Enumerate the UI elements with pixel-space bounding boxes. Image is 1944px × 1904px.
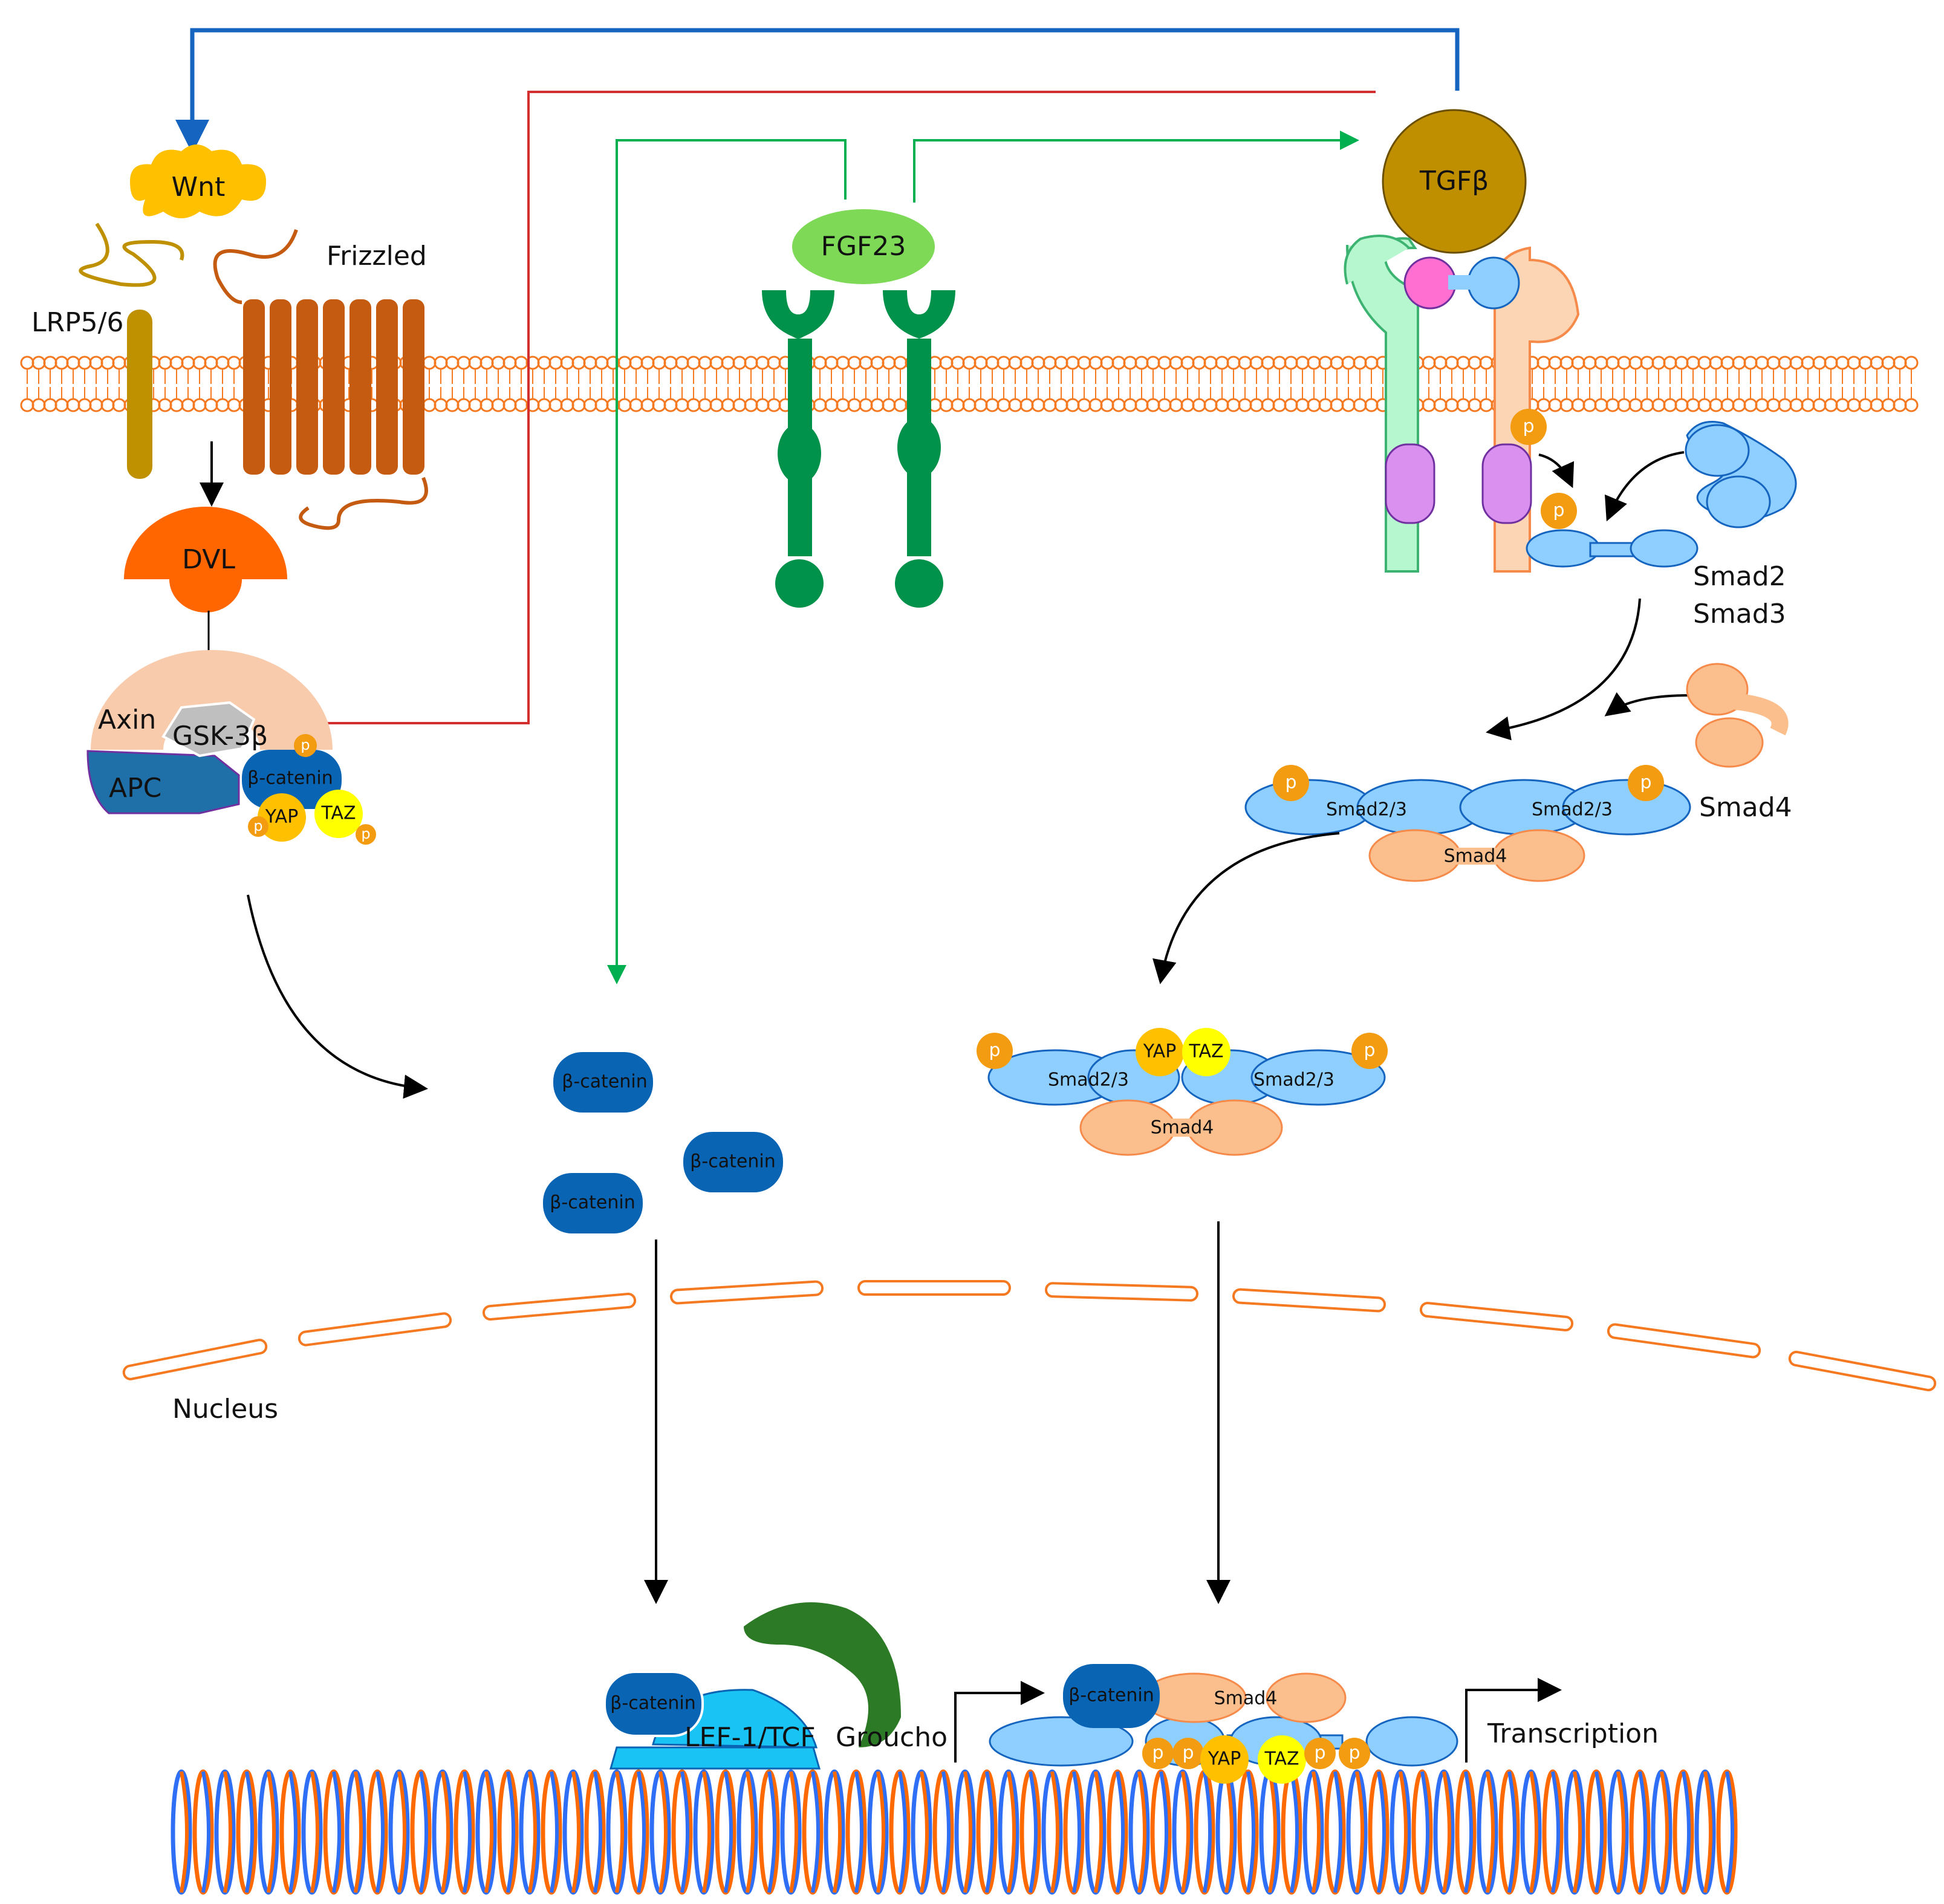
frizzled-receptor: Frizzled bbox=[213, 229, 428, 530]
smad3-label: Smad3 bbox=[1693, 599, 1786, 629]
axin-label: Axin bbox=[98, 704, 156, 735]
lrp-label: LRP5/6 bbox=[31, 307, 123, 338]
groucho-label: Groucho bbox=[836, 1722, 948, 1753]
tgfb-receptor-type1 bbox=[1344, 235, 1457, 573]
smad4-recruit-arrow bbox=[1604, 692, 1691, 716]
smad4-label: Smad4 bbox=[1151, 1117, 1214, 1139]
smad-beta-catenin-complex: Smad4 β-catenin p p YAP TAZ p p bbox=[989, 1664, 1458, 1784]
lef-tcf-complex: β-catenin LEF-1/TCF bbox=[603, 1671, 821, 1770]
taz-label: TAZ bbox=[1264, 1749, 1299, 1770]
yap-label: YAP bbox=[1208, 1749, 1241, 1770]
phospho-label: p bbox=[1182, 1743, 1194, 1764]
smad23-label: Smad2/3 bbox=[1048, 1070, 1129, 1091]
nuclear-beta-catenin-label: β-catenin bbox=[610, 1693, 695, 1714]
tgfb-receptor-type2: p bbox=[1448, 246, 1580, 573]
complex-release-arrow bbox=[247, 894, 428, 1099]
smad4-label: Smad4 bbox=[1444, 846, 1507, 867]
apc-label: APC bbox=[109, 773, 161, 804]
nuclear-beta-catenin-label: β-catenin bbox=[1068, 1685, 1154, 1706]
phospho-label: p bbox=[1553, 500, 1564, 521]
phospho-label: p bbox=[1640, 772, 1651, 793]
destruction-complex: Axin GSK-3β APC β-catenin p YAP TAZ p p bbox=[86, 650, 376, 845]
receptor-phosphorylation-arrow bbox=[1538, 453, 1575, 489]
phospho-label: p bbox=[1152, 1743, 1163, 1764]
phospho-label: p bbox=[1364, 1040, 1375, 1061]
transcription-label: Transcription bbox=[1487, 1718, 1659, 1749]
complex-beta-catenin-label: β-catenin bbox=[247, 768, 333, 789]
smad23-label: Smad2/3 bbox=[1253, 1070, 1334, 1091]
frizzled-label: Frizzled bbox=[327, 241, 427, 271]
lrp-receptor: LRP5/6 bbox=[31, 223, 184, 479]
beta-catenin-label: β-catenin bbox=[550, 1192, 635, 1214]
cytoplasmic-beta-catenin: β-catenin β-catenin β-catenin bbox=[543, 1052, 783, 1233]
smad23-recruit-arrow bbox=[1604, 451, 1685, 522]
phospho-label: p bbox=[301, 736, 310, 753]
complex-taz-label: TAZ bbox=[320, 803, 356, 824]
groucho-protein: Groucho bbox=[744, 1602, 948, 1753]
smad23-label: Smad2/3 bbox=[1326, 799, 1407, 820]
complex-yap-label: YAP bbox=[265, 807, 299, 828]
smad-yap-taz-complex: Smad2/3 Smad2/3 Smad4 YAP TAZ p p bbox=[977, 1028, 1388, 1156]
phospho-label: p bbox=[1285, 772, 1296, 793]
dna-helix bbox=[171, 1769, 1738, 1895]
tgfb-to-gsk-inhibition-line bbox=[290, 91, 1376, 724]
phospho-label: p bbox=[253, 817, 262, 834]
phospho-label: p bbox=[1523, 416, 1534, 437]
fgf23-ligand: FGF23 bbox=[792, 209, 935, 284]
smad-trimer: Smad2/3 Smad2/3 Smad4 p p bbox=[1244, 765, 1691, 882]
phosphorylated-smad23: p bbox=[1526, 493, 1699, 568]
taz-label: TAZ bbox=[1188, 1041, 1223, 1062]
fgf23-to-beta-catenin-line bbox=[607, 139, 847, 984]
fgf23-label: FGF23 bbox=[821, 231, 906, 262]
smad4-label: Smad4 bbox=[1699, 792, 1792, 823]
wnt-target-transcription-arrow bbox=[954, 1681, 1045, 1763]
smad4-monomer: Smad4 bbox=[1686, 663, 1792, 823]
phospho-label: p bbox=[1348, 1743, 1360, 1764]
fgfr-receptor bbox=[762, 290, 955, 608]
phospho-label: p bbox=[989, 1040, 1000, 1061]
smad-complex-formation-arrow bbox=[1486, 598, 1641, 741]
wnt-ligand: Wnt bbox=[130, 145, 266, 218]
fgf23-to-tgfb-line bbox=[913, 131, 1359, 203]
beta-catenin-label: β-catenin bbox=[562, 1071, 647, 1093]
lef-tcf-label: LEF-1/TCF bbox=[684, 1722, 816, 1753]
smad4-label: Smad4 bbox=[1214, 1688, 1278, 1709]
wnt-label: Wnt bbox=[172, 172, 226, 203]
dvl-protein: DVL bbox=[124, 507, 287, 612]
beta-catenin-label: β-catenin bbox=[690, 1151, 775, 1172]
smad2-label: Smad2 bbox=[1693, 561, 1786, 592]
transcription-arrow bbox=[1465, 1678, 1562, 1763]
tgfb-ligand: TGFβ bbox=[1382, 109, 1527, 254]
dvl-label: DVL bbox=[182, 544, 235, 575]
yap-label: YAP bbox=[1143, 1041, 1177, 1062]
tgfb-to-wnt-line bbox=[175, 28, 1460, 154]
nucleus-label: Nucleus bbox=[172, 1394, 278, 1425]
gsk-label: GSK-3β bbox=[172, 721, 268, 752]
smad-yap-taz-binding-arrow bbox=[1152, 832, 1340, 984]
smad23-monomer: Smad2 Smad3 bbox=[1685, 421, 1797, 629]
nuclear-envelope bbox=[122, 1280, 1937, 1391]
smad23-label: Smad2/3 bbox=[1532, 799, 1613, 820]
tgfb-label: TGFβ bbox=[1419, 166, 1489, 197]
phospho-label: p bbox=[1314, 1743, 1325, 1764]
phospho-label: p bbox=[361, 825, 370, 842]
